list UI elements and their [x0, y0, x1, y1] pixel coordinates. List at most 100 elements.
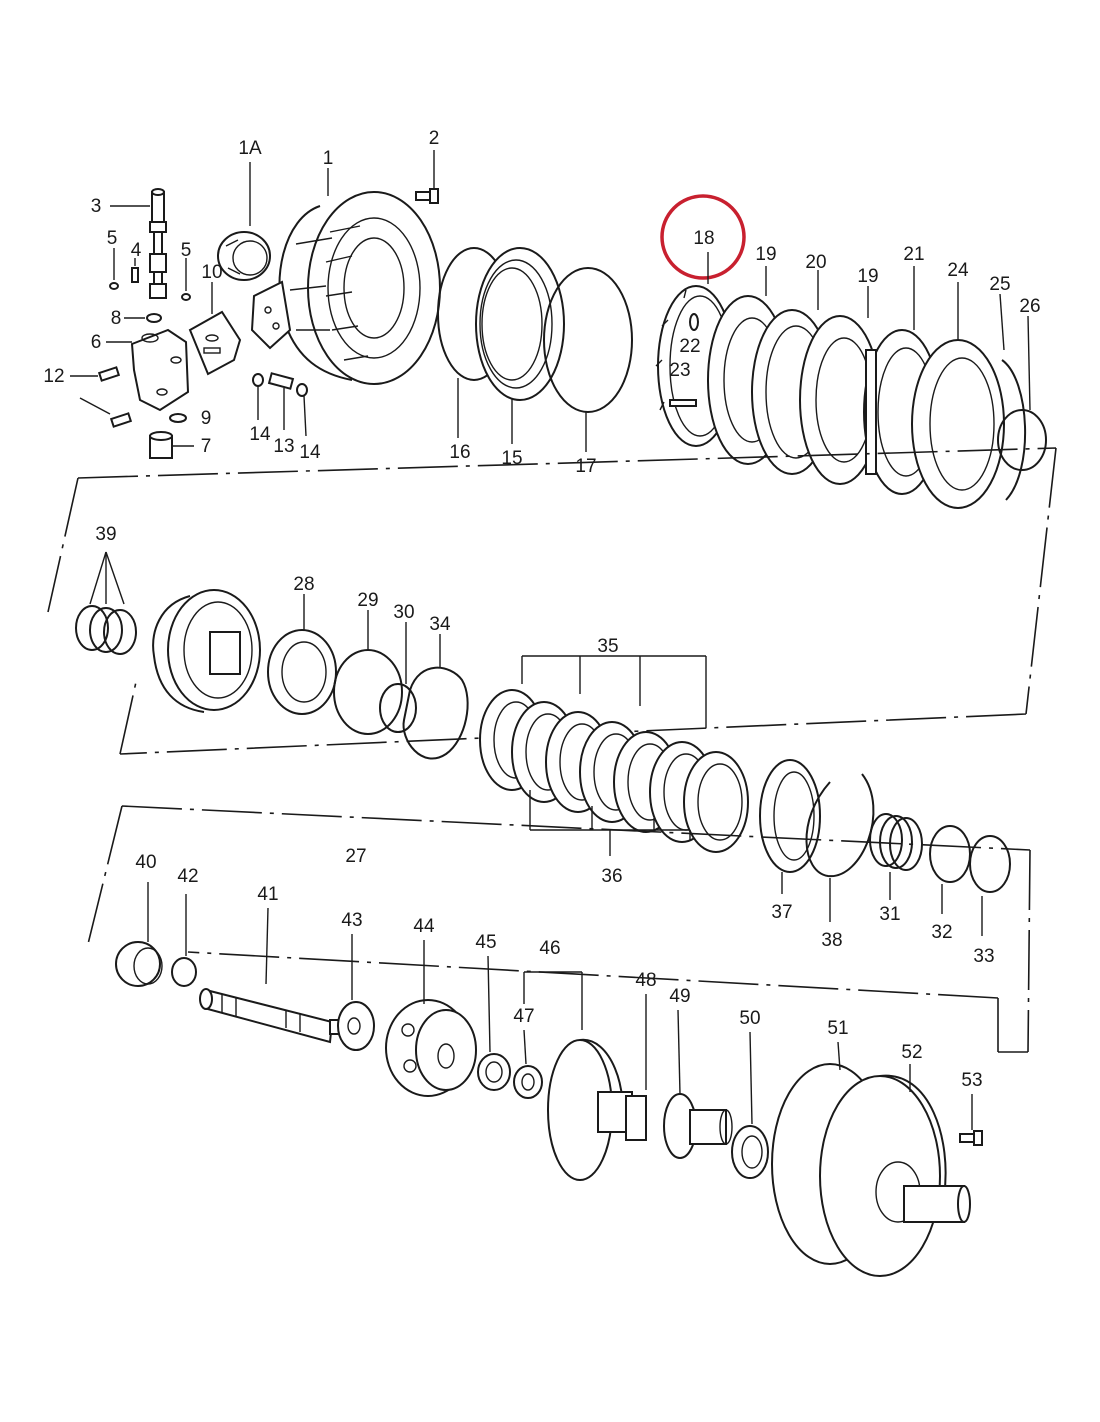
- label-26: 26: [1019, 296, 1040, 317]
- label-6: 6: [91, 332, 102, 353]
- label-5b: 5: [181, 240, 192, 261]
- part-52-rear-cover: [819, 1074, 971, 1277]
- label-18: 18: [693, 228, 714, 249]
- part-43-thrust-washer: [337, 1001, 375, 1051]
- part-12-screw-upper: [97, 366, 121, 382]
- part-17-seal-ring: [543, 267, 633, 413]
- label-32: 32: [931, 922, 952, 943]
- clutch-drum-hub: [152, 589, 261, 713]
- part-4-pin: [131, 267, 139, 283]
- label-33: 33: [973, 946, 994, 967]
- label-13: 13: [273, 436, 294, 457]
- label-20: 20: [805, 252, 826, 273]
- label-48: 48: [635, 970, 656, 991]
- label-24: 24: [947, 260, 969, 281]
- label-5a: 5: [107, 228, 118, 249]
- part-48-spacer: [625, 1095, 647, 1141]
- part-44-planetary-carrier: [385, 999, 477, 1097]
- part-38-snap-ring: [805, 773, 875, 878]
- label-12: 12: [43, 366, 64, 387]
- part-14-oring-left: [252, 373, 264, 387]
- part-14-oring-right: [296, 383, 308, 397]
- part-46-sun-gear-drum: [547, 1038, 633, 1181]
- part-37-backing-plate: [759, 759, 821, 873]
- part-10-plate: [188, 310, 242, 376]
- part-41-shaft: [199, 988, 349, 1044]
- part-24-backing-plate: [911, 339, 1005, 509]
- label-1A: 1A: [238, 138, 262, 159]
- part-42-ring: [171, 957, 197, 987]
- part-8-oring: [146, 313, 162, 323]
- part-2-bolt: [415, 188, 439, 204]
- label-41: 41: [257, 884, 278, 905]
- part-25-snap-ring: [1001, 359, 1027, 501]
- part-28-piston-seal: [267, 629, 337, 715]
- label-42: 42: [177, 866, 198, 887]
- label-43: 43: [341, 910, 362, 931]
- label-4: 4: [131, 240, 142, 261]
- part-1-clutch-housing: [250, 191, 441, 385]
- label-38: 38: [821, 930, 842, 951]
- part-13-tube: [267, 372, 295, 390]
- part-32-ring: [929, 825, 971, 883]
- part-53-bolt: [959, 1130, 983, 1146]
- part-34-wave-spring: [402, 666, 469, 760]
- label-34: 34: [429, 614, 451, 635]
- label-19a: 19: [755, 244, 776, 265]
- label-44: 44: [413, 916, 435, 937]
- label-29: 29: [357, 590, 378, 611]
- label-52: 52: [901, 1042, 922, 1063]
- label-53: 53: [961, 1070, 982, 1091]
- label-15: 15: [501, 448, 522, 469]
- part-26-ring: [997, 409, 1047, 471]
- part-47-bearing: [513, 1065, 543, 1099]
- label-46: 46: [539, 938, 560, 959]
- part-45-bearing: [477, 1053, 511, 1091]
- part-40-gear: [115, 941, 163, 987]
- label-2: 2: [429, 128, 440, 149]
- part-22-pin: [689, 313, 699, 331]
- part-12-screw-lower: [109, 412, 133, 428]
- label-10: 10: [201, 262, 222, 283]
- part-15-piston: [475, 247, 565, 401]
- label-49: 49: [669, 986, 690, 1007]
- label-8: 8: [111, 308, 122, 329]
- label-28: 28: [293, 574, 314, 595]
- part-33-snap-ring: [969, 835, 1011, 893]
- part-3-valve-stem: [149, 188, 167, 299]
- label-50: 50: [739, 1008, 760, 1029]
- label-3: 3: [91, 196, 102, 217]
- part-5-ring-left: [109, 282, 119, 290]
- part-29-ring: [333, 649, 403, 735]
- part-18-highlight-circle: [660, 194, 746, 280]
- part-23-dowel: [669, 399, 697, 407]
- label-45: 45: [475, 932, 496, 953]
- part-9-oring: [169, 413, 187, 423]
- clutch-pack-35-36: [479, 689, 749, 853]
- label-16: 16: [449, 442, 470, 463]
- label-39: 39: [95, 524, 116, 545]
- label-7: 7: [201, 436, 212, 457]
- part-50-seal: [731, 1125, 769, 1179]
- label-36: 36: [601, 866, 622, 887]
- label-21: 21: [903, 244, 924, 265]
- label-47: 47: [513, 1006, 534, 1027]
- label-40: 40: [135, 852, 156, 873]
- part-5-ring-right: [181, 293, 191, 301]
- label-14a: 14: [249, 424, 271, 445]
- label-14b: 14: [299, 442, 321, 463]
- part-39-seal-rings: [75, 605, 137, 655]
- label-51: 51: [827, 1018, 848, 1039]
- part-6-valve-body: [130, 328, 190, 412]
- label-35: 35: [597, 636, 618, 657]
- label-22: 22: [679, 336, 700, 357]
- part-7-nut: [149, 431, 173, 459]
- label-23: 23: [669, 360, 690, 381]
- label-1: 1: [323, 148, 334, 169]
- label-27: 27: [345, 846, 366, 867]
- label-19b: 19: [857, 266, 878, 287]
- label-17: 17: [575, 456, 596, 477]
- label-37: 37: [771, 902, 792, 923]
- label-25: 25: [989, 274, 1010, 295]
- part-1A-bearing: [217, 231, 271, 281]
